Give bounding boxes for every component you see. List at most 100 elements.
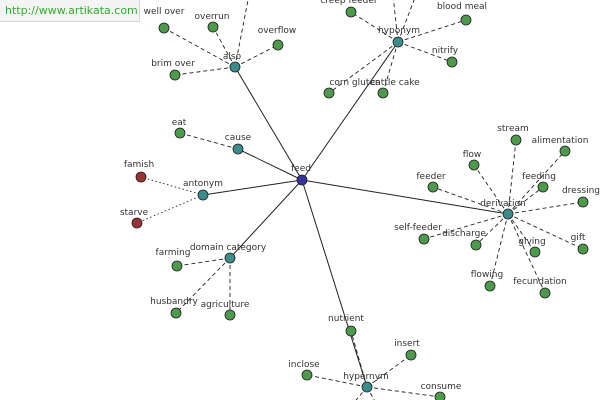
node-marker[interactable] <box>171 260 183 272</box>
node-label: stream <box>497 124 529 134</box>
node-nutrient[interactable]: nutrient <box>328 314 364 337</box>
node-marker[interactable] <box>197 189 209 201</box>
node-marker[interactable] <box>158 22 170 34</box>
node-marker[interactable] <box>296 174 308 186</box>
node-derivation[interactable]: derivation <box>480 199 526 220</box>
node-eat[interactable]: eat <box>172 118 187 139</box>
node-marker[interactable] <box>470 239 482 251</box>
node-blood-meal[interactable]: blood meal <box>437 2 487 26</box>
node-domain-category[interactable]: domain category <box>190 243 267 264</box>
node-overrun[interactable]: overrun <box>194 12 230 33</box>
node-brim-over[interactable]: brim over <box>151 59 195 81</box>
node-marker[interactable] <box>559 145 571 157</box>
node-also[interactable]: also <box>223 52 242 73</box>
node-cattle-cake[interactable]: cattle cake <box>370 78 420 99</box>
node-marker[interactable] <box>392 36 404 48</box>
node-label: cause <box>225 133 252 143</box>
node-insert[interactable]: insert <box>394 339 420 361</box>
node-famish[interactable]: famish <box>124 160 154 183</box>
node-marker[interactable] <box>232 143 244 155</box>
node-marker[interactable] <box>577 196 589 208</box>
node-flowing[interactable]: flowing <box>471 270 503 292</box>
node-marker[interactable] <box>174 127 186 139</box>
node-alimentation[interactable]: alimentation <box>532 136 589 157</box>
edge-derivation-dressing <box>507 201 584 215</box>
node-hypernym[interactable]: hypernym <box>343 372 389 393</box>
node-marker[interactable] <box>446 56 458 68</box>
edge-hyponym-hyp_up2 <box>397 0 415 43</box>
node-gift[interactable]: gift <box>571 233 589 255</box>
node-self-feeder[interactable]: self-feeder <box>394 223 442 245</box>
edge-derivation-self_feeder <box>423 213 509 240</box>
node-marker[interactable] <box>207 21 219 33</box>
node-marker[interactable] <box>224 309 236 321</box>
node-marker[interactable] <box>272 39 284 51</box>
node-marker[interactable] <box>468 159 480 171</box>
edge-hyponym-creep_feeder <box>350 11 399 43</box>
node-marker[interactable] <box>484 280 496 292</box>
nodes-layer: feed also hyponym cause antonym domain catego… <box>120 0 600 400</box>
edge-also-brim_over <box>174 66 236 76</box>
node-feed[interactable]: feed <box>291 164 311 186</box>
node-marker[interactable] <box>510 134 522 146</box>
node-marker[interactable] <box>537 181 549 193</box>
node-dressing[interactable]: dressing <box>562 186 600 208</box>
node-label: antonym <box>183 179 223 189</box>
edges-layer <box>136 0 584 400</box>
node-marker[interactable] <box>361 381 373 393</box>
node-marker[interactable] <box>131 217 143 229</box>
edge-antonym-famish <box>140 176 204 196</box>
node-label: brim over <box>151 59 195 69</box>
node-marker[interactable] <box>405 349 417 361</box>
node-marker[interactable] <box>345 325 357 337</box>
node-label: overrun <box>194 12 229 22</box>
node-marker[interactable] <box>170 307 182 319</box>
node-stream[interactable]: stream <box>497 124 529 146</box>
node-creep-feeder[interactable]: creep feeder <box>320 0 378 18</box>
node-starve[interactable]: starve <box>120 208 149 229</box>
node-marker[interactable] <box>418 233 430 245</box>
node-marker[interactable] <box>169 69 181 81</box>
edge-hyponym-blood_meal <box>397 19 467 43</box>
node-inclose[interactable]: inclose <box>288 360 320 381</box>
node-corn-gluten[interactable]: corn gluten <box>323 78 381 99</box>
node-label: famish <box>124 160 154 170</box>
node-marker[interactable] <box>301 369 313 381</box>
node-agriculture[interactable]: agriculture <box>201 300 250 321</box>
node-farming[interactable]: farming <box>156 248 191 272</box>
node-label: consume <box>421 382 462 392</box>
edge-feed-antonym <box>202 179 303 196</box>
node-nitrify[interactable]: nitrify <box>432 46 459 68</box>
node-label: insert <box>394 339 420 349</box>
node-husbandry[interactable]: husbandry <box>150 297 199 319</box>
node-well-over[interactable]: well over <box>144 7 185 34</box>
node-giving[interactable]: giving <box>518 237 546 258</box>
site-url-link[interactable]: http://www.artikata.com <box>0 0 140 22</box>
node-marker[interactable] <box>539 287 551 299</box>
node-marker[interactable] <box>427 181 439 193</box>
edge-hyponym-hyp_up1 <box>393 0 399 43</box>
node-feeder[interactable]: feeder <box>416 172 446 193</box>
node-hyponym[interactable]: hyponym <box>378 26 420 48</box>
node-marker[interactable] <box>502 208 514 220</box>
node-discharge[interactable]: discharge <box>442 229 486 251</box>
edge-also-also_up <box>234 0 249 68</box>
node-feeding[interactable]: feeding <box>522 172 556 193</box>
node-fecundation[interactable]: fecundation <box>513 277 567 299</box>
node-marker[interactable] <box>345 6 357 18</box>
node-cause[interactable]: cause <box>225 133 252 155</box>
node-marker[interactable] <box>460 14 472 26</box>
node-marker[interactable] <box>229 61 241 73</box>
node-marker[interactable] <box>529 246 541 258</box>
node-marker[interactable] <box>224 252 236 264</box>
node-marker[interactable] <box>323 87 335 99</box>
node-antonym[interactable]: antonym <box>183 179 223 201</box>
node-label: fecundation <box>513 277 567 287</box>
node-marker[interactable] <box>434 391 446 400</box>
node-overflow[interactable]: overflow <box>258 26 297 51</box>
node-marker[interactable] <box>577 243 589 255</box>
node-consume[interactable]: consume <box>421 382 462 400</box>
node-marker[interactable] <box>377 87 389 99</box>
node-marker[interactable] <box>135 171 147 183</box>
node-flow[interactable]: flow <box>463 150 482 171</box>
